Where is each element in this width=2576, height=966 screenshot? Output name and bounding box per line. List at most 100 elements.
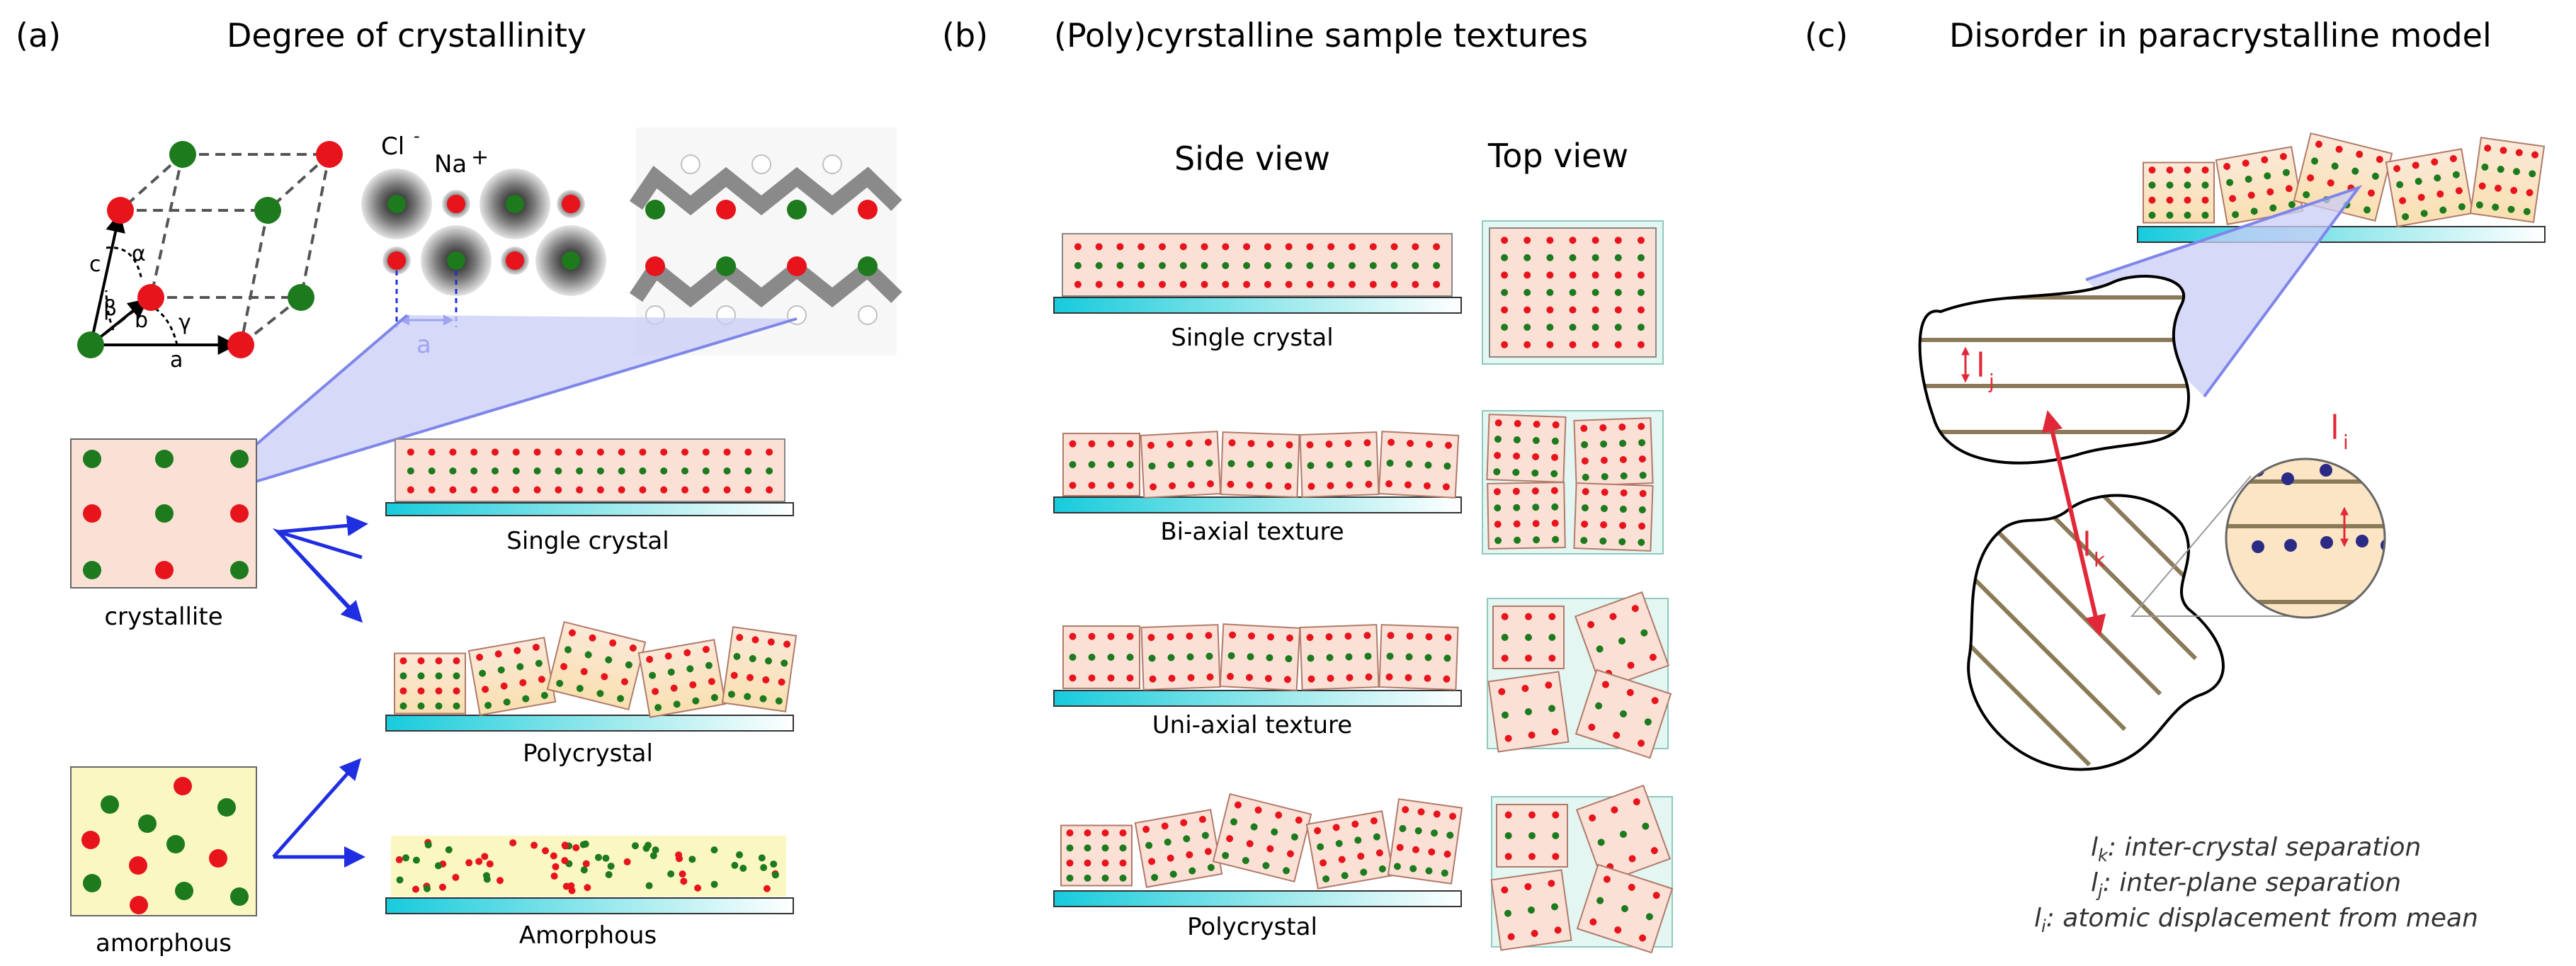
crystallite-atoms [83, 450, 249, 579]
atom [1226, 835, 1234, 843]
atom [1494, 521, 1502, 528]
atom [453, 702, 460, 710]
atom [1501, 306, 1509, 314]
atom [629, 644, 637, 652]
atom [1149, 675, 1157, 683]
lk-sub: k [2094, 548, 2106, 572]
atom [1327, 280, 1335, 288]
atom [2311, 157, 2319, 165]
atom [1548, 880, 1555, 887]
film-polycrystal-a [385, 620, 798, 732]
atom [1424, 461, 1432, 469]
atom [1524, 254, 1531, 261]
grain [394, 652, 466, 715]
atom [1295, 817, 1303, 824]
atom [1344, 632, 1352, 640]
atom [1266, 845, 1274, 853]
atom [1501, 613, 1509, 620]
atom [1552, 832, 1560, 839]
atom [512, 448, 520, 456]
atom [1286, 850, 1294, 858]
b-row-biaxial [1053, 410, 1664, 555]
atom [654, 704, 662, 712]
grain [1299, 431, 1380, 498]
atom [1147, 634, 1155, 642]
grain [1487, 671, 1570, 753]
atom [2364, 206, 2371, 214]
atom [500, 682, 508, 690]
atom [407, 486, 414, 494]
atom [1638, 538, 1645, 546]
atom [1513, 436, 1521, 444]
atom [771, 871, 779, 879]
atom [562, 882, 570, 890]
grain [2469, 137, 2546, 223]
atom [1386, 459, 1394, 467]
atom [1425, 867, 1433, 875]
atom [1441, 869, 1448, 877]
atom [639, 448, 647, 456]
atom [1446, 831, 1454, 839]
atom [1206, 673, 1214, 681]
atom [1285, 243, 1293, 251]
atom [1228, 439, 1236, 447]
atom [424, 885, 431, 892]
atom [2449, 154, 2457, 162]
atom [1613, 732, 1621, 739]
atom [607, 863, 615, 870]
atom [1307, 462, 1315, 470]
atom [2201, 181, 2209, 189]
atom [723, 467, 731, 475]
atom [579, 841, 587, 848]
atom [1569, 289, 1577, 296]
atom [1314, 827, 1322, 835]
atom [1101, 859, 1109, 867]
atom [1385, 480, 1393, 488]
atom [1327, 243, 1335, 251]
atom [1638, 423, 1645, 431]
atom [1637, 341, 1645, 348]
atom [1307, 675, 1315, 683]
atom [2201, 166, 2209, 174]
b-single-label: Single crystal [1171, 324, 1333, 352]
atom [1084, 874, 1091, 882]
atom [1638, 739, 1645, 747]
atom [778, 678, 785, 686]
atom [749, 655, 756, 663]
atom [1167, 654, 1175, 661]
polycrystal-a-label: Polycrystal [523, 739, 653, 768]
atom [1524, 341, 1531, 348]
atom [649, 671, 657, 679]
atom [2229, 195, 2237, 203]
panel-b-letter: (b) [942, 16, 988, 55]
atom [1205, 632, 1213, 640]
atom [572, 844, 580, 852]
grain [1140, 624, 1221, 691]
atom [1201, 262, 1208, 269]
atom [584, 651, 592, 659]
atom [1600, 521, 1608, 529]
atom [1639, 472, 1647, 479]
atom [1552, 811, 1560, 819]
atom [1531, 487, 1539, 495]
grain [1220, 431, 1300, 498]
atom [1188, 481, 1196, 489]
atom [1327, 674, 1334, 682]
atom [1286, 441, 1293, 449]
atom [1393, 863, 1401, 870]
atom [2515, 149, 2523, 157]
atom [1346, 674, 1354, 681]
atom [2320, 464, 2332, 477]
atom [1426, 441, 1434, 448]
atom [1614, 306, 1622, 314]
atom [555, 486, 562, 494]
atom [1628, 855, 1636, 863]
atom [1619, 521, 1627, 529]
atom [556, 679, 564, 687]
atom [1638, 506, 1646, 513]
atom [1637, 254, 1645, 261]
atom [1283, 676, 1291, 683]
atom [1126, 674, 1134, 682]
atom [564, 646, 572, 654]
atom [1524, 324, 1531, 331]
